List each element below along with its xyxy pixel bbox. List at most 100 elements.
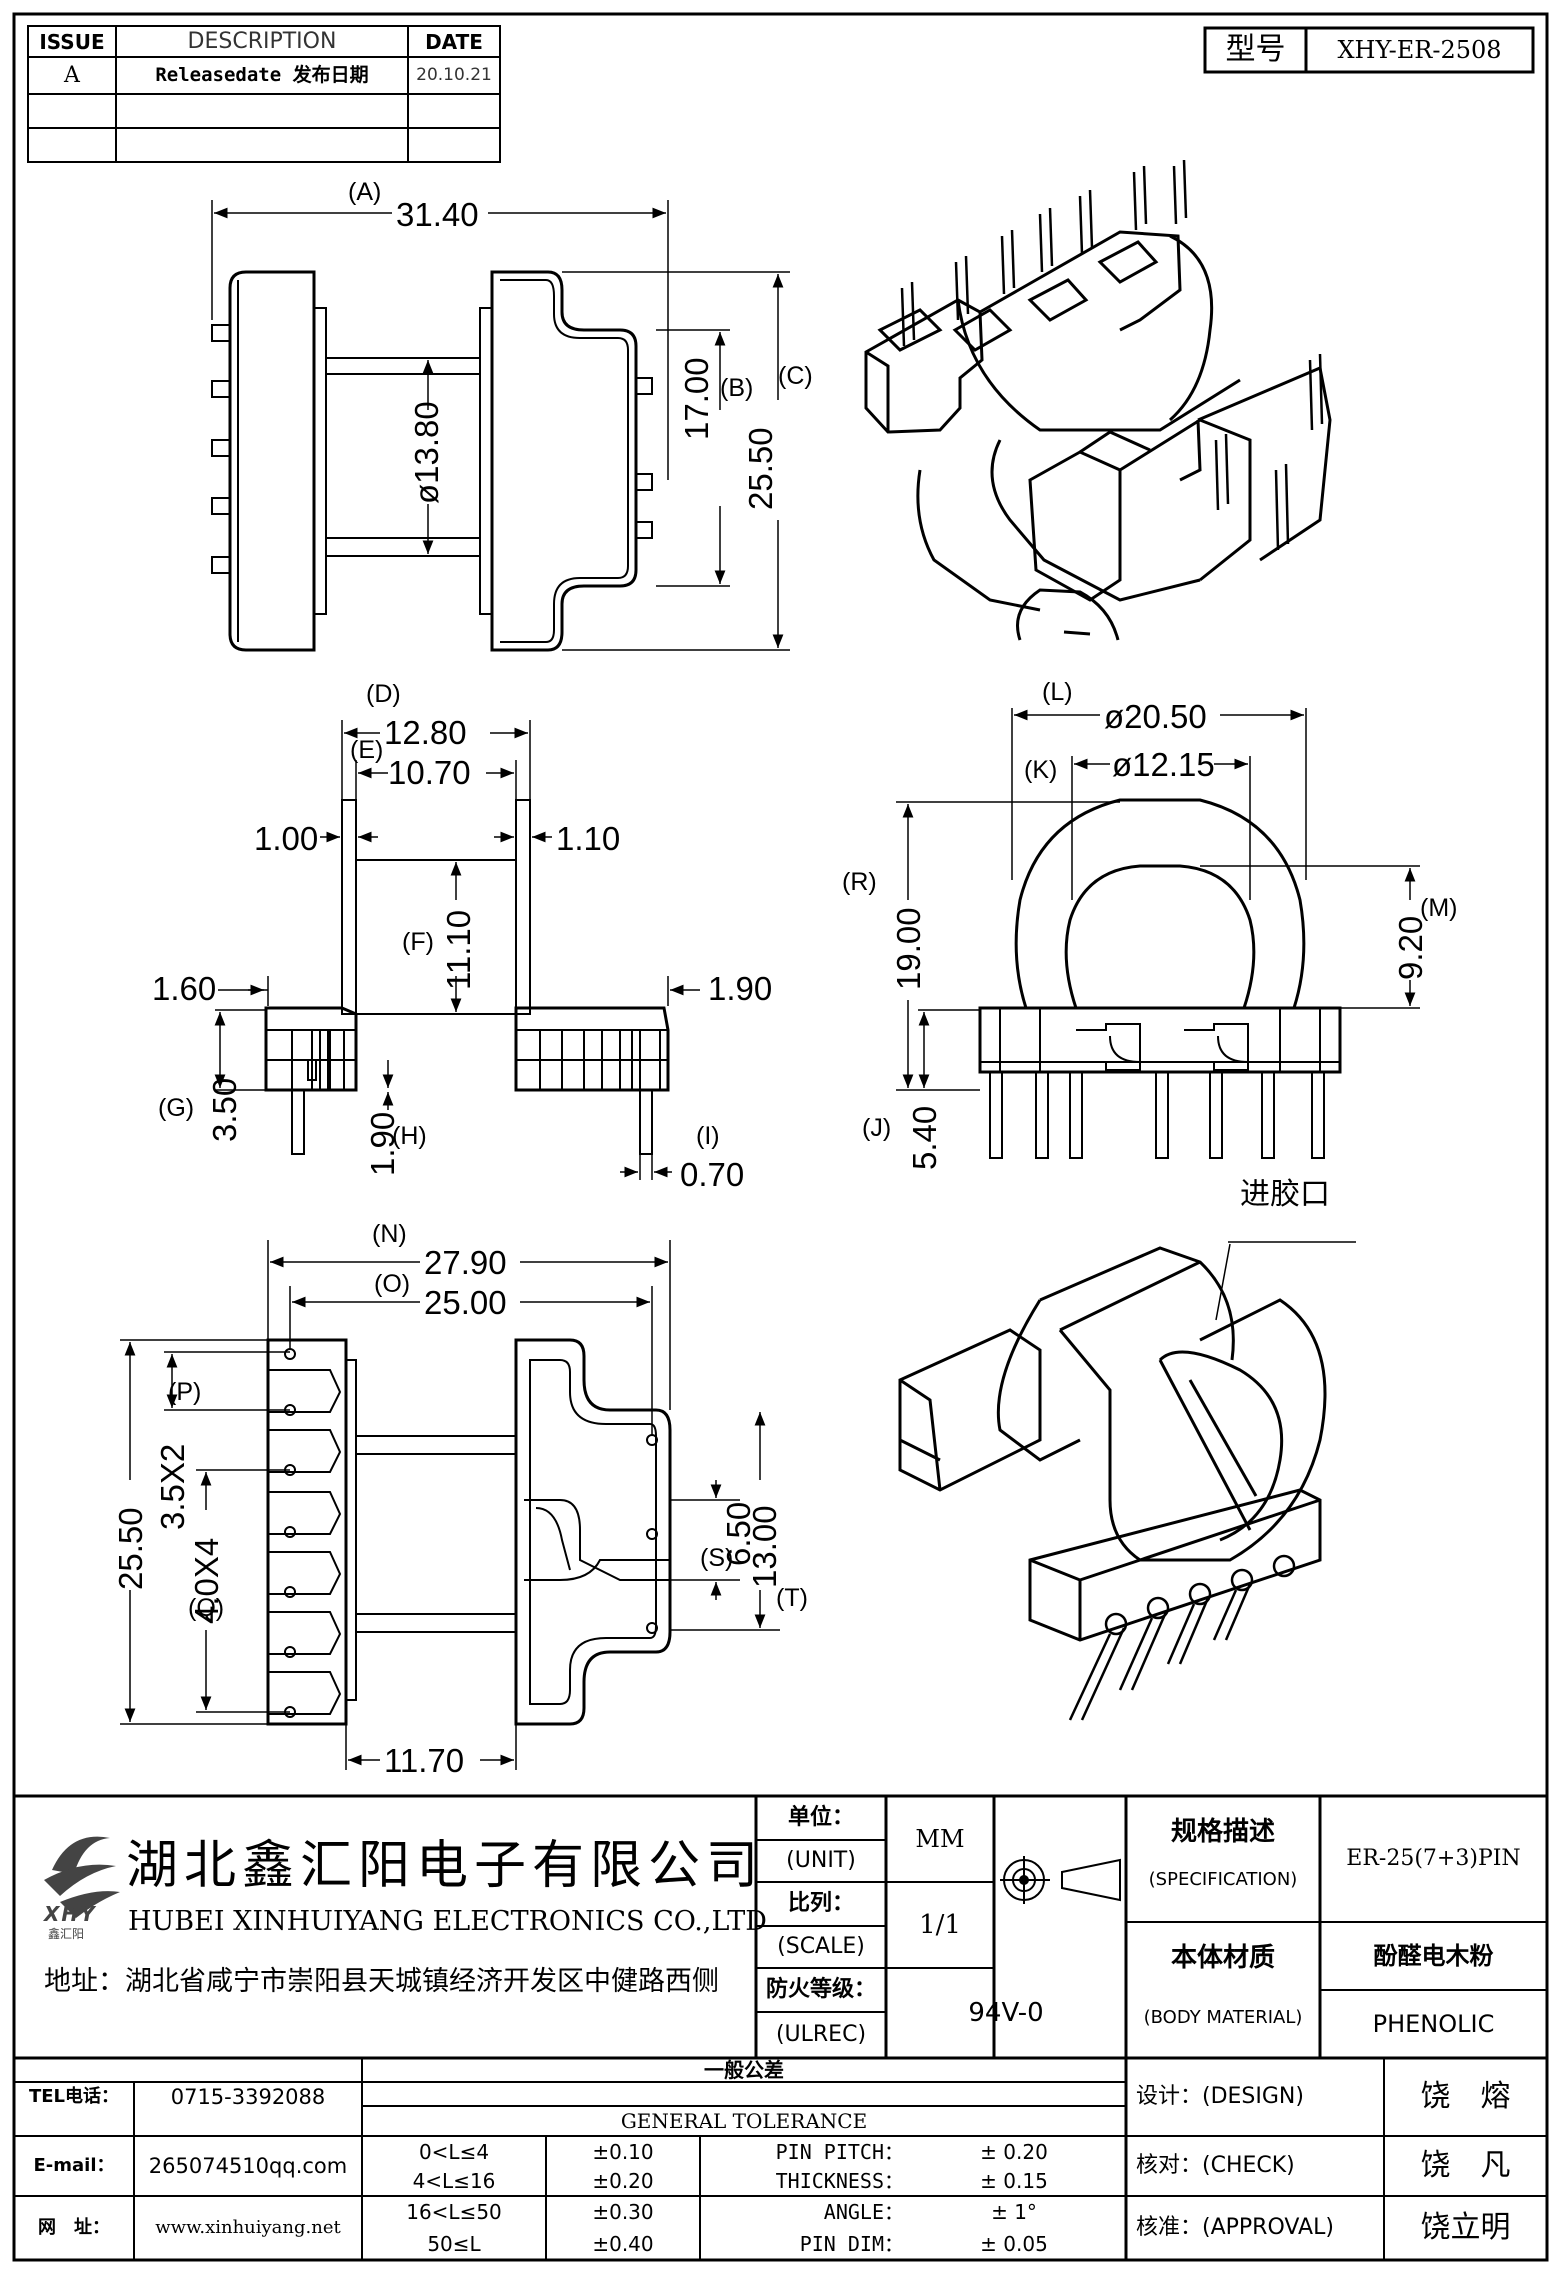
dim-label-g: (G)	[158, 1094, 195, 1122]
scale-label-cn: 比列：	[787, 1891, 854, 1916]
dim-label-s: (S)	[700, 1544, 734, 1572]
material-value-cn: 酚醛电木粉	[1373, 1942, 1494, 1970]
spec-label-cn: 规格描述	[1170, 1817, 1275, 1847]
dim-value-f: 11.10	[440, 909, 477, 990]
dim-label-l: (L)	[1042, 678, 1073, 706]
dim-label-f: (F)	[402, 928, 434, 956]
injection-gate-note: 进胶口	[1240, 1177, 1330, 1212]
dim-label-k: (K)	[1024, 756, 1058, 784]
dim-value-n: 27.90	[424, 1244, 507, 1281]
dim-label-i: (I)	[696, 1122, 720, 1150]
dim-label-a: (A)	[348, 178, 382, 206]
tolerance-item-value: ± 0.05	[980, 2232, 1048, 2256]
fire-rating-value: 94V-0	[968, 1998, 1044, 2028]
dim-value-a: 31.40	[396, 196, 479, 233]
check-label: 核对：(CHECK)	[1136, 2153, 1295, 2178]
dim-label-b: (B)	[720, 374, 754, 402]
material-label-en: (BODY MATERIAL)	[1143, 2007, 1303, 2028]
fire-rating-label-en: (ULREC)	[775, 2022, 867, 2047]
dim-value-k: ø12.15	[1112, 746, 1215, 783]
company-name-cn: 湖北鑫汇阳电子有限公司	[126, 1836, 765, 1896]
tel-value: 0715-3392088	[170, 2084, 326, 2109]
unit-label-cn: 单位：	[787, 1805, 854, 1830]
dim-value-p: 3.5X2	[154, 1443, 191, 1530]
dim-value-c: 25.50	[742, 427, 779, 510]
tolerance-item-value: ± 0.20	[980, 2139, 1048, 2164]
design-name: 饶 熔	[1420, 2079, 1511, 2114]
revision-row-date: 20.10.21	[416, 65, 492, 85]
scale-label-en: (SCALE)	[777, 1934, 865, 1959]
dim-value-r: 19.00	[890, 907, 927, 990]
dim-value-b: 17.00	[678, 357, 715, 440]
spec-value: ER-25(7+3)PIN	[1346, 1846, 1521, 1871]
front-view	[896, 708, 1420, 1159]
logo-text: XHY	[44, 1902, 97, 1926]
dim-value-e: 10.70	[388, 754, 471, 791]
dim-core-diameter: ø13.80	[408, 401, 445, 504]
unit-value: MM	[915, 1825, 965, 1853]
revision-header-issue: ISSUE	[39, 29, 105, 54]
projection-symbol	[1000, 1856, 1121, 1904]
email-value: 265074510qq.com	[148, 2153, 348, 2178]
dim-value-g: 3.50	[206, 1077, 243, 1142]
tolerance-range: 0<L≤4	[418, 2139, 490, 2164]
dim-label-t: (T)	[776, 1584, 808, 1612]
dim-value-t: 13.00	[746, 1505, 783, 1588]
dim-label-h: (H)	[392, 1122, 427, 1150]
tel-label: TEL电话：	[28, 2086, 120, 2107]
general-tolerance-en: GENERAL TOLERANCE	[620, 2109, 868, 2133]
title-block-inner-grid	[14, 1839, 1547, 2260]
unit-label-en: (UNIT)	[786, 1848, 856, 1873]
approval-name: 饶立明	[1420, 2210, 1511, 2245]
dim-value-h: 1.90	[364, 1111, 401, 1176]
dim-value-o: 25.00	[424, 1284, 507, 1321]
dim-label-o: (O)	[374, 1270, 411, 1298]
dim-label-q: (Q)	[188, 1594, 225, 1622]
tolerance-item-value: ± 0.15	[980, 2169, 1048, 2193]
revision-header-description: DESCRIPTION	[187, 28, 337, 54]
logo-subtext: 鑫汇阳	[48, 1927, 85, 1941]
dim-label-p: (P)	[168, 1378, 202, 1406]
dim-label-n: (N)	[372, 1220, 407, 1248]
top-view	[211, 200, 790, 652]
dim-value-d: 12.80	[384, 714, 467, 751]
scale-value: 1/1	[919, 1910, 961, 1940]
dim-value-j: 5.40	[906, 1105, 943, 1170]
dim-label-m: (M)	[1420, 894, 1458, 922]
design-label: 设计：(DESIGN)	[1136, 2084, 1304, 2109]
revision-table-grid	[27, 25, 501, 163]
dim-left-step: 1.60	[152, 970, 217, 1007]
dim-label-c: (C)	[778, 362, 813, 390]
tolerance-item: THICKNESS：	[775, 2169, 904, 2193]
sheet-border	[12, 12, 1549, 2262]
dim-bottom-height: 25.50	[112, 1507, 149, 1590]
dim-label-r: (R)	[842, 868, 877, 896]
tolerance-range: 4<L≤16	[412, 2169, 496, 2193]
dim-value-l: ø20.50	[1104, 698, 1207, 735]
model-label: 型号	[1225, 32, 1286, 67]
side-view	[214, 720, 700, 1180]
tolerance-item-value: ± 1°	[991, 2200, 1037, 2224]
check-name: 饶 凡	[1420, 2148, 1511, 2183]
email-label: E-mail：	[33, 2155, 115, 2176]
model-box-grid	[1203, 26, 1535, 74]
material-label-cn: 本体材质	[1170, 1943, 1275, 1973]
tolerance-item: PIN PITCH：	[775, 2139, 904, 2164]
tolerance-value: ±0.40	[592, 2232, 654, 2256]
bottom-view	[120, 1240, 780, 1770]
approval-label: 核准：(APPROVAL)	[1136, 2215, 1334, 2240]
website-value: www.xinhuiyang.net	[155, 2217, 341, 2238]
dim-value-i: 0.70	[680, 1156, 745, 1193]
revision-row-issue: A	[64, 62, 80, 88]
website-label: 网 址：	[38, 2217, 110, 2238]
material-value-en: PHENOLIC	[1372, 2010, 1495, 2038]
dim-value-q: 4.0X4	[188, 1537, 225, 1624]
revision-header-date: DATE	[425, 29, 483, 54]
fire-rating-label-cn: 防火等级：	[765, 1977, 876, 2002]
dim-label-d: (D)	[366, 680, 401, 708]
dim-bottom-width: 11.70	[384, 1742, 465, 1779]
tolerance-item: ANGLE：	[823, 2200, 904, 2224]
spec-label-en: (SPECIFICATION)	[1148, 1869, 1298, 1890]
tolerance-value: ±0.30	[592, 2200, 654, 2224]
